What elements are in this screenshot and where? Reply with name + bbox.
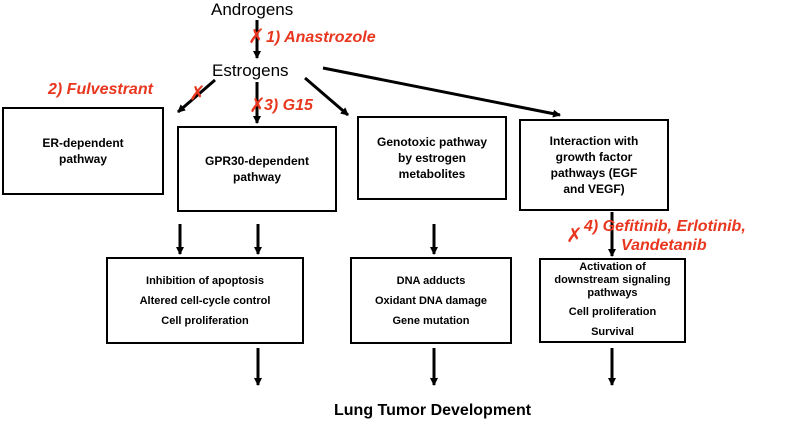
pathway-growth-line: growth factor [555, 150, 633, 164]
pathway-growth-box: Interaction with growth factor pathways … [519, 119, 669, 211]
drug-fulvestrant: 2) Fulvestrant [48, 81, 153, 98]
estrogens-label: Estrogens [212, 61, 289, 80]
outcome-middle-box: DNA adducts Oxidant DNA damage Gene muta… [350, 257, 512, 344]
pathway-gpr30-line: GPR30-dependent [204, 154, 309, 168]
outcome-right-line: Activation of downstream signaling pathw… [554, 261, 671, 299]
x-mark-icon: ✗ [248, 26, 265, 48]
outcome-middle-line: DNA adducts [396, 274, 466, 287]
drug-tki-line2: Vandetanib [621, 237, 707, 254]
outcome-middle-line: Oxidant DNA damage [374, 294, 488, 307]
outcome-left-box: Inhibition of apoptosis Altered cell-cyc… [106, 257, 304, 344]
outcome-right-line: Survival [591, 326, 634, 338]
outcome-left-line: Altered cell-cycle control [139, 294, 271, 307]
pathway-growth-line: Interaction with [549, 134, 639, 148]
pathway-er-box: ER-dependent pathway [2, 107, 164, 195]
drug-anastrozole: 1) Anastrozole [266, 29, 376, 46]
outcome-middle-line: Gene mutation [392, 314, 470, 327]
drug-g15: 3) G15 [264, 97, 313, 114]
arrow-to-growth [322, 66, 561, 118]
pathway-genotoxic-line: Genotoxic pathway [376, 135, 488, 149]
x-mark-icon: ✗ [249, 95, 266, 117]
x-mark-icon: ✗ [189, 83, 206, 105]
pathway-genotoxic-box: Genotoxic pathway by estrogen metabolite… [357, 116, 507, 200]
pathway-genotoxic-line: by estrogen [397, 151, 466, 165]
pathway-genotoxic-line: metabolites [398, 167, 466, 181]
pathway-growth-line: and VEGF) [563, 182, 625, 196]
outcome-left-line: Cell proliferation [161, 314, 249, 327]
pathway-er-line: ER-dependent [42, 136, 124, 150]
androgens-label: Androgens [211, 0, 294, 19]
arrow-to-genotoxic [304, 76, 349, 117]
pathway-growth-line: pathways (EGF [550, 166, 638, 180]
outcome-left-line: Inhibition of apoptosis [146, 274, 264, 287]
pathway-er-line: pathway [58, 152, 107, 166]
arrow-to-er [177, 78, 216, 114]
outcome-right-box: Activation of downstream signaling pathw… [539, 258, 686, 343]
x-mark-icon: ✗ [566, 225, 583, 247]
pathway-gpr30-line: pathway [232, 170, 281, 184]
outcome-right-line: Cell proliferation [568, 306, 657, 318]
final-outcome-label: Lung Tumor Development [334, 402, 532, 419]
pathway-gpr30-box: GPR30-dependent pathway [177, 126, 337, 212]
drug-tki-line1: 4) Gefitinib, Erlotinib, [584, 218, 746, 235]
